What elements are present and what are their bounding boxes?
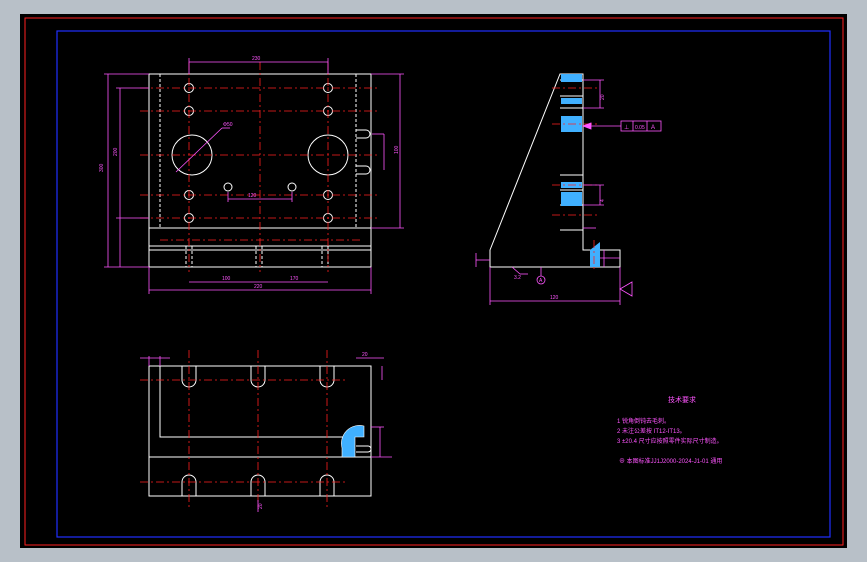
outer-border (24, 17, 844, 546)
dim-center: 120 (248, 193, 257, 199)
dim-left-inner: 200 (113, 147, 119, 156)
section-hatch-base (590, 242, 600, 267)
section-hatch-top (561, 74, 582, 82)
surface-roughness: 3.2 (514, 275, 521, 281)
front-view[interactable]: 230 Φ50 300 200 100 120 100 170 220 (99, 56, 404, 294)
section-hatch-corner (341, 425, 365, 458)
section-hatch-bottom (561, 192, 582, 206)
dim-hole-diameter: Φ50 (223, 122, 233, 128)
tech-req-line-4: ⊕ 本图标准JJ1J2000-2024-J1-01 通用 (619, 457, 722, 465)
section-hatch-upper (561, 98, 582, 104)
top-view[interactable]: 20 20 (140, 350, 392, 512)
dim-left-outer: 300 (99, 163, 105, 172)
dim-corner: 20 (362, 352, 368, 358)
gdt-datum: A (651, 125, 655, 131)
inner-border (56, 30, 831, 538)
dim-slot-width: 20 (600, 94, 606, 100)
dim-top: 230 (252, 56, 261, 62)
tech-req-title: 技术要求 (668, 395, 696, 404)
dim-gap: 4 (600, 199, 606, 202)
side-view[interactable]: 120 20 4 3.2 A ⊥ 0.05 A (475, 73, 662, 305)
tech-req-line-3: 3 ±20.4 尺寸应按照零件实际尺寸制造。 (617, 437, 723, 445)
dim-bottom-inner: 100 (222, 276, 231, 282)
gdt-tolerance: 0.05 (635, 125, 645, 131)
dim-right: 100 (394, 145, 400, 154)
gdt-symbol: ⊥ (624, 124, 629, 131)
dim-bottom-mid: 170 (290, 276, 299, 282)
tech-req-line-2: 2 未注公差按 IT12-IT13。 (617, 427, 686, 435)
datum-bubble-label: A (539, 278, 543, 284)
technical-requirements: 技术要求 1 锐角倒钝去毛刺。 2 未注公差按 IT12-IT13。 3 ±20… (617, 395, 723, 465)
dim-slot: 20 (258, 503, 264, 509)
dim-bottom-outer: 220 (254, 284, 263, 290)
drawing-canvas[interactable] (20, 14, 847, 548)
tech-req-line-1: 1 锐角倒钝去毛刺。 (617, 417, 670, 425)
dim-base-length: 120 (550, 295, 559, 301)
